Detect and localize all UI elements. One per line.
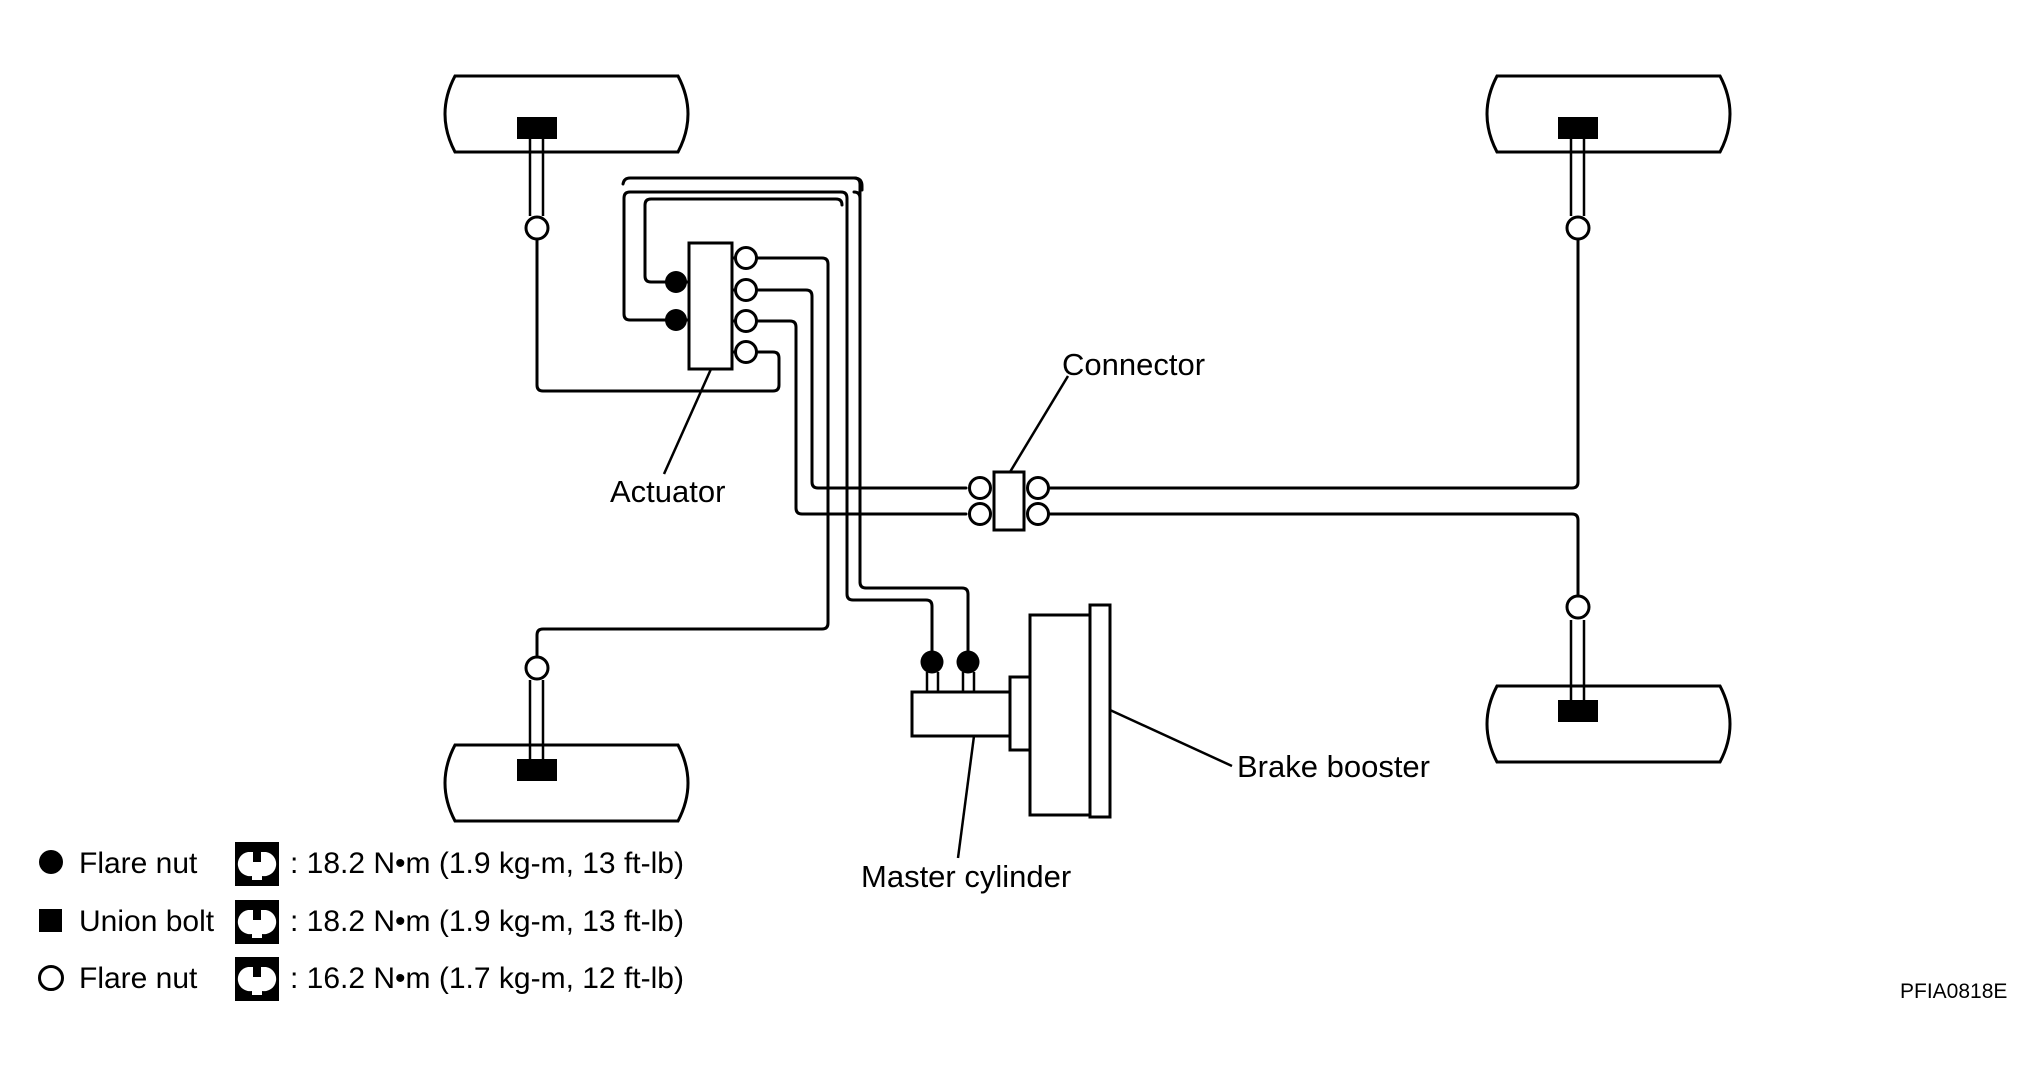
flare-nut-front-right — [1565, 215, 1591, 241]
legend-torque: : 18.2 N•m (1.9 kg-m, 13 ft-lb) — [290, 905, 684, 938]
union-bolt-front-right — [1558, 117, 1598, 139]
legend-item-name: Flare nut — [79, 962, 198, 995]
actuator-body — [687, 241, 734, 371]
brake-booster — [1028, 603, 1112, 819]
flare-nut-actuator-in-1 — [665, 271, 687, 293]
master-cylinder — [910, 672, 1032, 752]
figure-code: PFIA0818E — [1900, 980, 2007, 1003]
flare-nut-actuator-in-2 — [665, 309, 687, 331]
brake-tubes — [535, 176, 1580, 663]
legend: Flare nut : 18.2 N•m (1.9 kg-m, 13 ft-lb… — [38, 842, 684, 1001]
torque-wrench-icon — [235, 842, 279, 886]
torque-wrench-icon — [235, 900, 279, 944]
union-bolt-front-left — [517, 117, 557, 139]
flare-nut-actuator-out-2 — [734, 278, 758, 302]
legend-torque: : 16.2 N•m (1.7 kg-m, 12 ft-lb) — [290, 962, 684, 995]
flare-nut-front-left — [524, 215, 550, 241]
flare-nut-rear-left — [524, 655, 550, 681]
union-bolt-rear-left — [517, 759, 557, 781]
flare-nut-actuator-out-4 — [734, 340, 758, 364]
brake-hoses — [528, 138, 1586, 759]
torque-wrench-icon — [235, 957, 279, 1001]
wheel-front-right — [1485, 74, 1732, 154]
leader-connector — [1008, 375, 1070, 473]
leader-actuator — [662, 368, 713, 475]
legend-item-name: Union bolt — [79, 905, 215, 938]
label-actuator: Actuator — [610, 474, 725, 509]
leader-brake-booster — [1109, 708, 1233, 768]
flare-nut-master-cylinder-2 — [956, 650, 980, 674]
wheel-rear-right — [1485, 684, 1732, 764]
flare-nut-actuator-out-3 — [734, 309, 758, 333]
wheel-rear-left — [443, 743, 690, 823]
flare-nut-connector-2 — [968, 502, 992, 526]
flare-nut-master-cylinder-1 — [920, 650, 944, 674]
connector-body — [992, 470, 1026, 532]
legend-torque: : 18.2 N•m (1.9 kg-m, 13 ft-lb) — [290, 847, 684, 880]
legend-filled-circle-icon — [39, 850, 63, 874]
leader-master-cylinder — [956, 735, 976, 859]
legend-item-name: Flare nut — [79, 847, 198, 880]
label-brake-booster: Brake booster — [1237, 749, 1430, 784]
legend-open-circle-icon — [38, 965, 64, 991]
label-master-cylinder: Master cylinder — [861, 859, 1071, 894]
flare-nut-actuator-out-1 — [734, 246, 758, 270]
union-bolt-rear-right — [1558, 700, 1598, 722]
flare-nut-connector-3 — [1026, 476, 1050, 500]
flare-nut-connector-4 — [1026, 502, 1050, 526]
legend-filled-square-icon — [39, 909, 62, 932]
tube-master-to-actuator-outer — [852, 190, 862, 584]
flare-nut-connector-1 — [968, 476, 992, 500]
label-connector: Connector — [1062, 347, 1205, 382]
flare-nut-rear-right — [1565, 594, 1591, 620]
wheel-front-left — [443, 74, 690, 154]
